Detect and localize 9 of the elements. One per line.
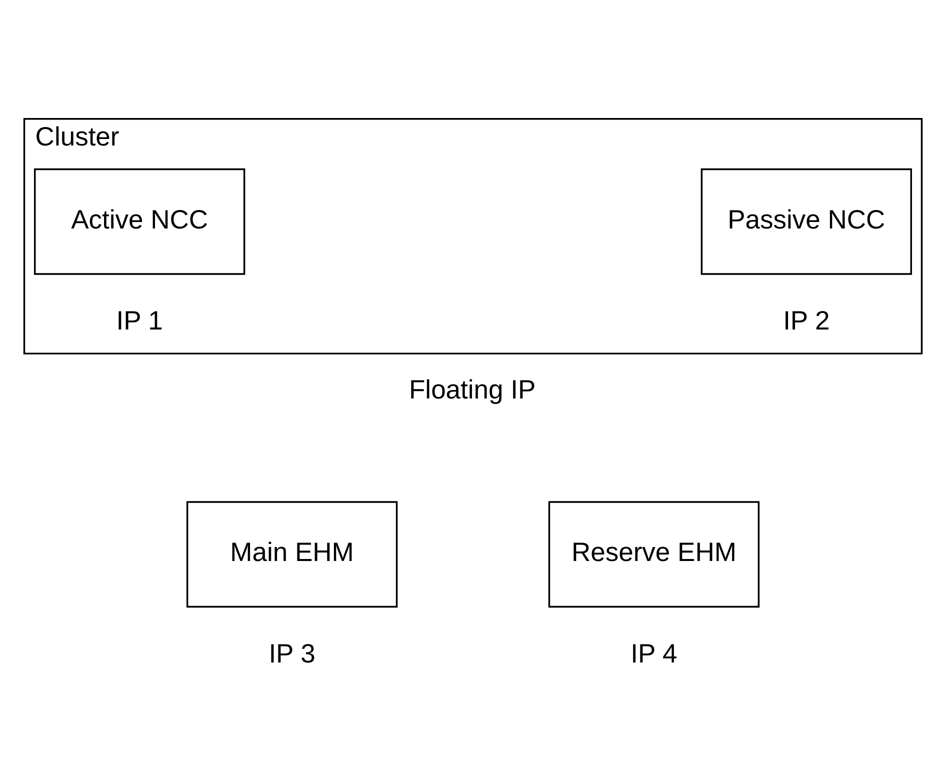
node-label: IP 2 — [783, 306, 830, 336]
node-label: IP 1 — [116, 306, 163, 336]
node-box: Main EHM — [186, 501, 398, 608]
node-box: Passive NCC — [700, 168, 912, 275]
node-label: IP 4 — [630, 638, 678, 668]
node-box: Reserve EHM — [548, 501, 760, 608]
node-label: Floating IP — [408, 374, 536, 405]
node-label: IP 3 — [268, 638, 316, 668]
node-box: Active NCC — [34, 168, 246, 275]
